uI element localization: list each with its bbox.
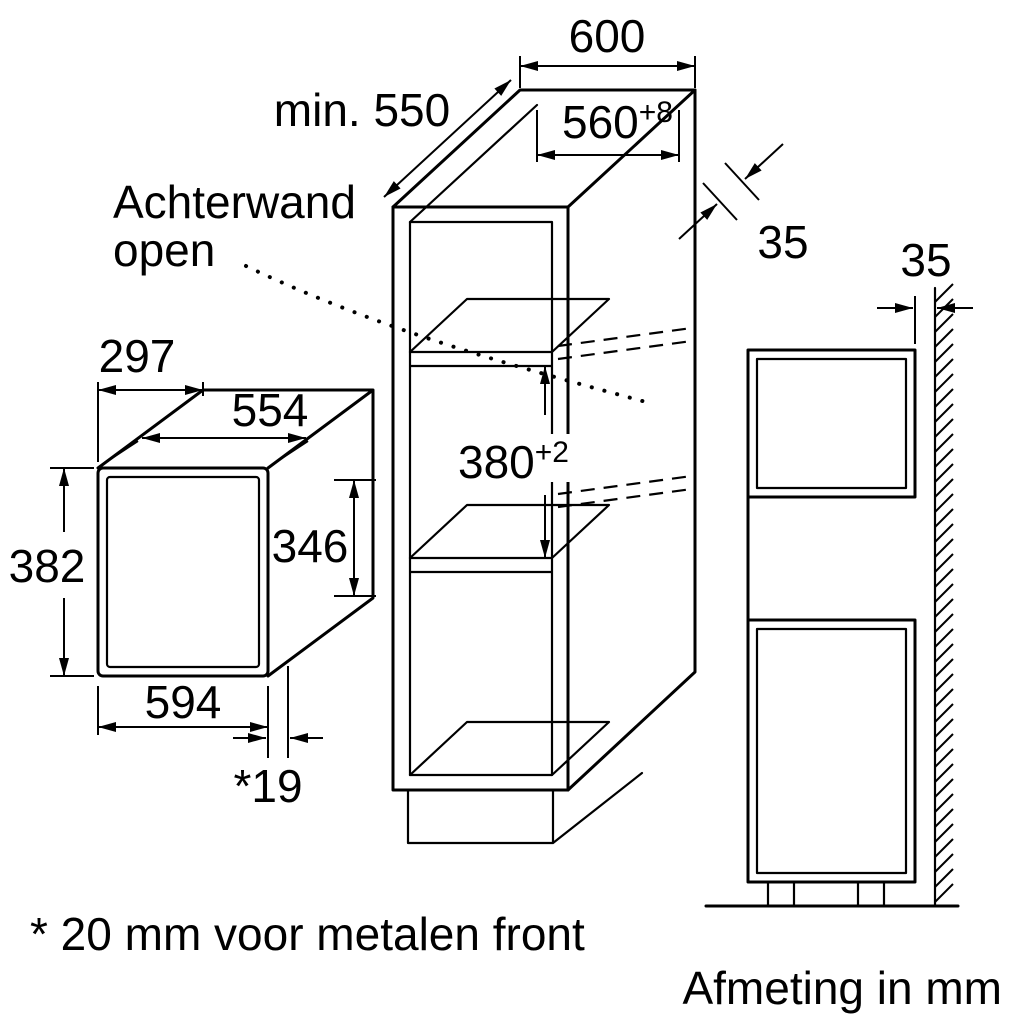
footnote: * 20 mm voor metalen front	[30, 908, 585, 960]
dim-label-outer-width: 600	[569, 10, 646, 62]
annotations: Achterwand open * 20 mm voor metalen fro…	[30, 176, 1002, 1014]
back-panel-note-line2: open	[113, 224, 215, 276]
arrowhead	[59, 658, 69, 676]
dim-label-side-wall-clearance: 35	[900, 234, 951, 286]
arrowhead	[537, 150, 555, 160]
arrowhead	[494, 80, 511, 96]
dim-label-front-offset: *19	[233, 760, 302, 812]
ext-lines	[519, 56, 696, 88]
dim-appliance-body-depth: 297	[97, 330, 204, 462]
side-view-compartments	[755, 357, 908, 875]
dim-label-niche-height: 380+2	[458, 436, 569, 488]
cabinet-shelf-surfaces	[408, 297, 611, 777]
cabinet-open-back-edge	[408, 103, 539, 224]
dim-label-body-depth: 297	[99, 330, 176, 382]
arrowhead	[288, 433, 306, 443]
dim-line	[383, 79, 512, 198]
side-view-outline	[746, 348, 917, 884]
arrowhead	[142, 433, 160, 443]
label-backing	[452, 434, 578, 482]
dim-cabinet-wall-clearance: 35	[678, 143, 809, 268]
ext-lines	[105, 440, 309, 463]
dim-label-niche-width: 560+8	[562, 96, 673, 148]
dim-label-body-width: 554	[232, 384, 309, 436]
microwave-door	[105, 475, 261, 669]
cabinet-front-face	[391, 205, 570, 792]
cabinet-drawing: min. 550 600 560+8 380+2	[274, 10, 809, 845]
arrowhead	[349, 480, 359, 498]
dim-appliance-body-width: 554	[105, 384, 309, 463]
arrowhead	[248, 733, 266, 743]
microwave-frame-outer	[96, 466, 270, 678]
arrowhead	[98, 385, 116, 395]
cabinet-top-face	[391, 88, 697, 209]
microwave-drawing: 297 554 382 346	[9, 330, 376, 812]
arrowhead	[677, 61, 695, 71]
wall-hatching	[934, 283, 954, 903]
cabinet-foot	[766, 880, 796, 908]
arrowhead	[290, 733, 308, 743]
dim-label-front-height: 382	[9, 540, 86, 592]
wall-plane-marks	[702, 162, 760, 221]
dim-appliance-front-width: 594	[97, 676, 269, 758]
cabinet-right-face	[566, 88, 697, 792]
arrowhead	[384, 181, 401, 197]
dim-label-front-width: 594	[145, 676, 222, 728]
arrowhead	[98, 722, 116, 732]
arrowhead	[661, 150, 679, 160]
arrowhead	[540, 540, 550, 558]
dim-cabinet-niche-width: 560+8	[536, 96, 680, 162]
cabinet-openings	[408, 220, 554, 777]
dim-appliance-front-offset: *19	[233, 666, 323, 812]
microwave-body	[96, 388, 375, 678]
cabinet-plinth	[406, 771, 644, 845]
arrowhead	[937, 303, 955, 313]
dim-cabinet-depth: min. 550	[274, 79, 512, 198]
dim-cabinet-niche-height: 380+2	[452, 366, 578, 558]
dim-label-cabinet-depth: min. 550	[274, 84, 450, 136]
ext-lines	[536, 110, 680, 162]
back-panel-note-line1: Achterwand	[113, 176, 356, 228]
units-note: Afmeting in mm	[682, 962, 1002, 1014]
dim-label-wall-clearance: 35	[757, 216, 808, 268]
dim-appliance-front-height: 382	[9, 467, 94, 677]
cabinet-foot	[856, 880, 886, 908]
arrowhead	[349, 578, 359, 596]
arrowhead	[700, 204, 717, 220]
shelf-position-dashed-lines	[557, 326, 693, 509]
arrowhead	[745, 163, 762, 179]
arrowhead	[520, 61, 538, 71]
dim-label-body-height: 346	[272, 520, 349, 572]
arrowhead	[895, 303, 913, 313]
side-view-drawing: 35	[704, 234, 973, 908]
arrowhead	[185, 385, 203, 395]
arrowhead	[59, 468, 69, 486]
dim-appliance-body-height: 346	[272, 479, 376, 597]
ext-lines	[50, 467, 94, 677]
arrowhead	[540, 366, 550, 384]
dim-side-wall-clearance: 35	[877, 234, 973, 344]
arrowhead	[250, 722, 268, 732]
dim-cabinet-outer-width: 600	[519, 10, 696, 88]
leader-dots	[244, 264, 648, 404]
